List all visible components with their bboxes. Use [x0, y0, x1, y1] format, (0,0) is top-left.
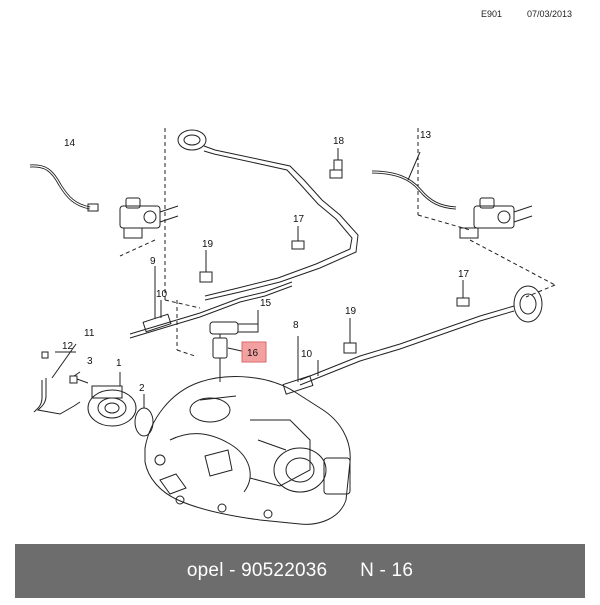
callout-label: 12 — [62, 341, 74, 352]
reservoir-hose-top — [177, 129, 359, 301]
callout-label: 10 — [301, 349, 313, 360]
t-connector-15 — [209, 310, 259, 335]
callout-label: 11 — [84, 328, 95, 339]
callout-label: 14 — [64, 138, 76, 149]
callout-label: 17 — [458, 269, 470, 280]
separator-dash: - — [223, 560, 242, 581]
transmission-housing — [144, 358, 351, 525]
highlight-box-16 — [241, 341, 267, 363]
spacer — [327, 560, 360, 582]
callout-label-highlighted: 16 — [247, 348, 259, 359]
hose-13 — [371, 170, 457, 210]
callout-label: 19 — [202, 239, 214, 250]
clip-17-right — [456, 297, 470, 307]
callout-label: 8 — [293, 320, 299, 331]
hose-14 — [29, 164, 91, 210]
diagram-code: E901 — [481, 9, 503, 19]
leader-lines — [119, 128, 556, 357]
reference-code: N - 16 — [360, 560, 414, 581]
callout-label: 10 — [156, 289, 168, 300]
bleed-valve-18 — [329, 148, 343, 179]
callout-label: 15 — [260, 298, 272, 309]
brand-name: opel — [186, 560, 224, 581]
callout-label: 9 — [150, 256, 156, 267]
master-cylinder-right — [459, 197, 533, 239]
hose-9 — [129, 281, 293, 339]
part-number: 90522036 — [241, 560, 328, 581]
callout-label: 1 — [116, 358, 122, 369]
callout-label: 19 — [345, 306, 357, 317]
clip-19-right — [343, 342, 357, 354]
bolt-3 — [69, 371, 89, 384]
hose-8 — [282, 336, 319, 395]
connector-16 — [212, 334, 228, 359]
hose-14-fitting — [87, 203, 99, 212]
screw-12 — [41, 351, 49, 359]
callout-label: 18 — [333, 136, 345, 147]
callout-label: 3 — [87, 356, 93, 367]
clip-19-left — [199, 271, 213, 283]
callout-label: 17 — [293, 214, 305, 225]
callout-label: 13 — [420, 130, 432, 141]
callout-label: 2 — [139, 383, 145, 394]
slave-cylinder-1 — [87, 372, 137, 427]
clip-17-left — [291, 240, 305, 250]
reservoir-right — [299, 285, 543, 386]
master-cylinder-left — [119, 197, 179, 239]
part-info-banner: opel - 90522036 N - 16 — [15, 544, 585, 598]
pipe-11 — [33, 343, 81, 415]
diagram-date: 07/03/2013 — [527, 9, 573, 19]
seal-ring-2 — [134, 394, 154, 437]
